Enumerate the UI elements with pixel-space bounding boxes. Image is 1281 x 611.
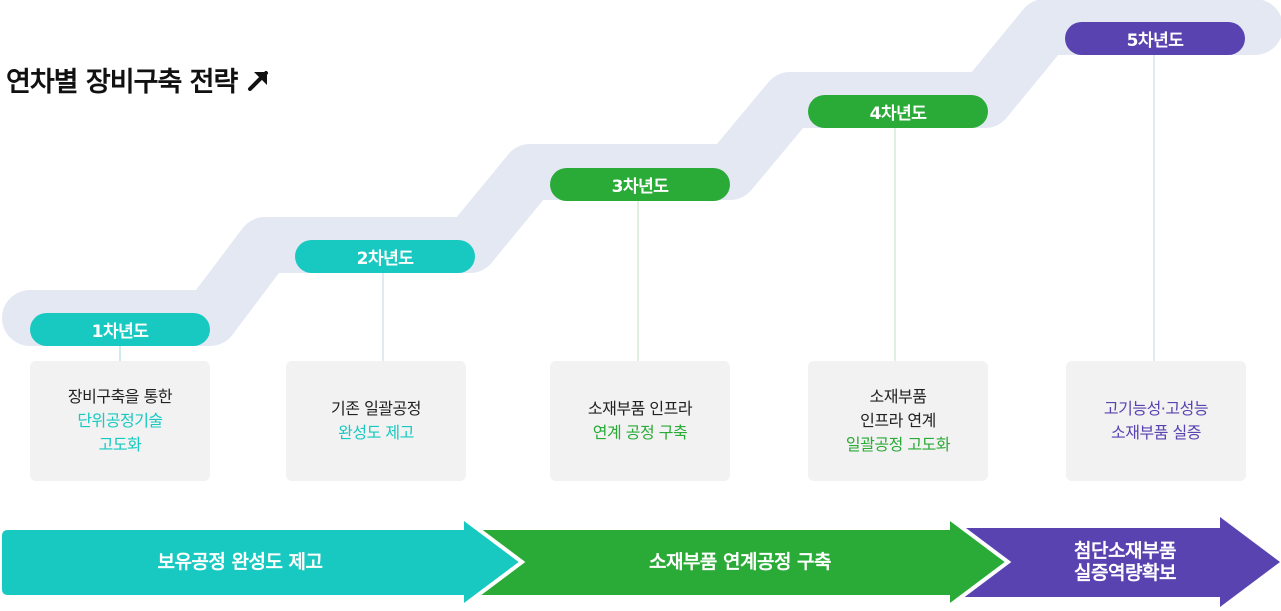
year-3-pill: 3차년도	[550, 168, 730, 201]
phase-2-arrow	[468, 513, 1012, 611]
arrow-up-right-icon	[248, 70, 269, 91]
year-3-stem	[637, 200, 639, 361]
year-1-highlight-2: 고도화	[98, 435, 142, 454]
year-3-text-1: 소재부품 인프라	[587, 399, 693, 418]
year-4-label: 4차년도	[869, 104, 927, 124]
year-1-highlight-1: 단위공정기술	[77, 411, 163, 430]
year-5-highlight-1: 고기능성·고성능	[1103, 399, 1209, 418]
year-1-pill: 1차년도	[30, 313, 210, 346]
year-2-highlight-1: 완성도 제고	[338, 423, 414, 442]
year-4-box: 소재부품 인프라 연계 일괄공정 고도화	[808, 361, 988, 481]
phase-1-arrow	[0, 513, 526, 611]
year-2-text-1: 기존 일괄공정	[331, 399, 421, 418]
year-4-stem	[894, 128, 896, 361]
phase-2-label: 소재부품 연계공정 구축	[648, 551, 832, 573]
year-5-stem	[1153, 55, 1155, 361]
year-2-stem	[382, 272, 384, 361]
year-4-text-2: 인프라 연계	[860, 411, 936, 430]
year-1-stem	[119, 345, 121, 361]
year-4-text-1: 소재부품	[869, 387, 927, 406]
year-5-highlight-2: 소재부품 실증	[1111, 423, 1201, 442]
year-2-label: 2차년도	[356, 249, 414, 269]
year-3-label: 3차년도	[611, 177, 669, 197]
year-4-pill: 4차년도	[808, 95, 988, 128]
phase-3-arrow	[950, 517, 1280, 607]
phase-1-label: 보유공정 완성도 제고	[157, 551, 323, 573]
year-1-text-1: 장비구축을 통한	[67, 387, 173, 406]
phase-3-label-line-1: 첨단소재부품	[1074, 540, 1176, 562]
year-2-pill: 2차년도	[295, 240, 475, 273]
year-3-highlight-1: 연계 공정 구축	[592, 423, 688, 442]
year-3-box: 소재부품 인프라 연계 공정 구축	[550, 361, 730, 481]
year-4-highlight-1: 일괄공정 고도화	[845, 435, 951, 454]
phase-3-label-line-2: 실증역량확보	[1074, 562, 1176, 584]
year-1-label: 1차년도	[91, 322, 149, 342]
page-title: 연차별 장비구축 전략	[6, 60, 273, 99]
phase-3-label: 첨단소재부품 실증역량확보	[1030, 540, 1220, 584]
year-5-label: 5차년도	[1126, 31, 1184, 51]
year-5-pill: 5차년도	[1065, 22, 1245, 55]
year-5-box: 고기능성·고성능 소재부품 실증	[1066, 361, 1246, 481]
year-1-box: 장비구축을 통한 단위공정기술 고도화	[30, 361, 210, 481]
year-2-box: 기존 일괄공정 완성도 제고	[286, 361, 466, 481]
page-title-text: 연차별 장비구축 전략	[6, 67, 238, 98]
